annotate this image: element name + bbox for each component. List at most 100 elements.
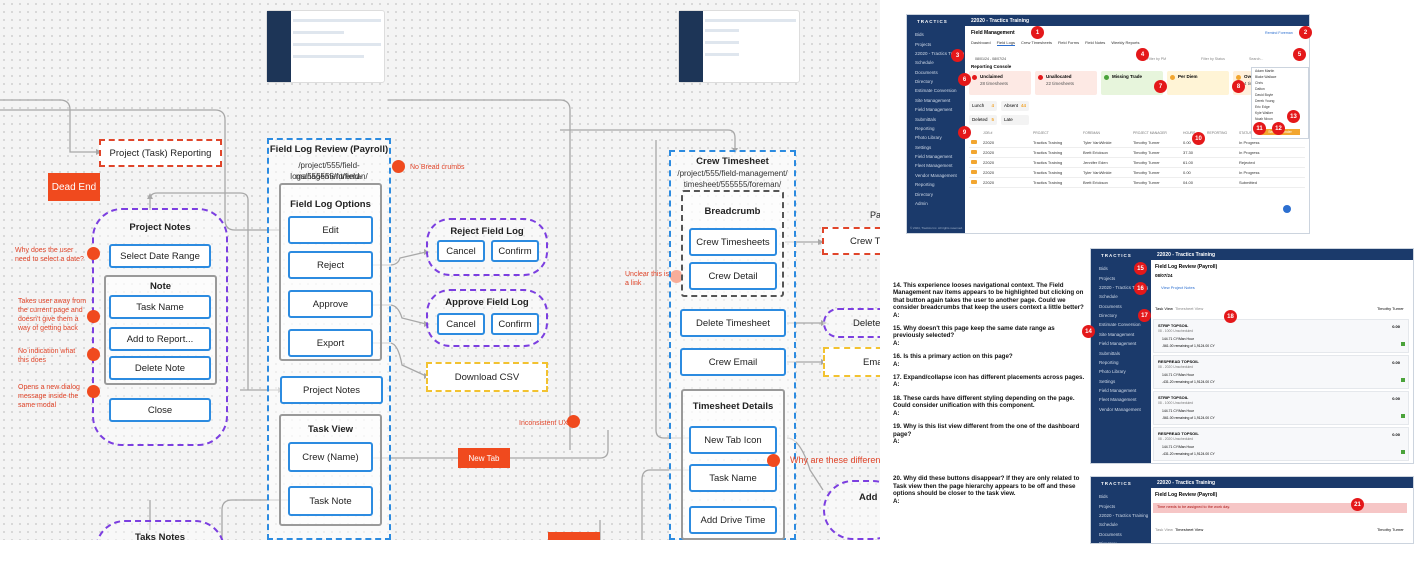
expand-icon[interactable] [1401, 414, 1405, 418]
nav-item[interactable]: Settings [915, 144, 932, 150]
person-option[interactable]: Blake Wallace [1255, 75, 1277, 79]
nav-item[interactable]: Submittals [1099, 350, 1121, 356]
annotation-dot[interactable] [767, 454, 780, 467]
annotation-dot[interactable] [87, 247, 100, 260]
person-option[interactable]: Adam Martin [1255, 69, 1275, 73]
tab-5[interactable]: Weekly Reports [1111, 40, 1140, 45]
task-note-button[interactable]: Task Note [288, 486, 373, 516]
alert-tab-task[interactable]: Task View [1155, 527, 1173, 532]
review-view-notes[interactable]: View Project Notes [1161, 285, 1195, 290]
reject-button[interactable]: Reject [288, 251, 373, 279]
expand-icon[interactable] [1401, 450, 1405, 454]
nav-item[interactable]: Field Management [915, 154, 953, 160]
approve-confirm-button[interactable]: Confirm [491, 313, 539, 335]
crew-name-button[interactable]: Crew (Name) [288, 442, 373, 472]
annotation-dot[interactable] [87, 310, 100, 323]
approve-button[interactable]: Approve [288, 290, 373, 318]
screenshot-reminders[interactable]: Remind Foreman [1265, 31, 1293, 35]
mini-card[interactable]: Late [1001, 115, 1029, 125]
annotation-dot[interactable] [567, 415, 580, 428]
tab-1[interactable]: Field Logs [996, 40, 1016, 46]
nav-item[interactable]: Field Management [915, 107, 953, 113]
alert-tab-timesheet[interactable]: Timesheet View [1175, 527, 1204, 532]
nav-item[interactable]: Documents [1099, 531, 1122, 537]
nav-item[interactable]: Reporting [915, 182, 935, 188]
person-option[interactable]: Kyle Walker [1255, 111, 1273, 115]
review-tab-task[interactable]: Task View [1155, 306, 1173, 311]
crew-detail-button[interactable]: Crew Detail [689, 262, 777, 290]
nav-item[interactable]: Reporting [1099, 359, 1119, 365]
delete-note-button[interactable]: Delete Note [109, 356, 211, 380]
nav-item[interactable]: Directory [1099, 313, 1118, 319]
edit-button[interactable]: Edit [288, 216, 373, 244]
tab-0[interactable]: Dashboard [971, 40, 991, 45]
nav-item[interactable]: Bids [915, 32, 924, 38]
project-notes-button[interactable]: Project Notes [280, 376, 383, 404]
annotation-dot[interactable] [87, 385, 100, 398]
reject-confirm-button[interactable]: Confirm [491, 240, 539, 262]
task-name-button[interactable]: Task Name [109, 295, 211, 319]
review-tab-timesheet[interactable]: Timesheet View [1175, 306, 1204, 311]
screenshot-date-range[interactable]: 08/01/24 - 08/07/24 [975, 57, 1007, 61]
email-node[interactable]: Ema [823, 347, 880, 377]
crew-ti-node[interactable]: Crew Ti [822, 227, 880, 255]
nav-item[interactable]: Fleet Management [1099, 397, 1137, 403]
timesheet-task-name-button[interactable]: Task Name [689, 464, 777, 492]
person-option[interactable]: David Boyle [1255, 93, 1274, 97]
nav-item[interactable]: Photo Library [915, 135, 942, 141]
thumbnail-crew-timesheet[interactable] [678, 10, 800, 83]
crew-timesheets-button[interactable]: Crew Timesheets [689, 228, 777, 256]
nav-item[interactable]: Bids [1099, 266, 1108, 272]
add-to-report-button[interactable]: Add to Report... [109, 327, 211, 351]
nav-item[interactable]: 22020 - Tractics Training [1099, 512, 1149, 518]
add-drive-time-button[interactable]: Add Drive Time [689, 506, 777, 534]
nav-item[interactable]: Bids [1099, 494, 1108, 500]
nav-item[interactable]: Schedule [915, 60, 934, 66]
project-task-reporting-node[interactable]: Project (Task) Reporting [99, 139, 222, 167]
nav-item[interactable]: Estimate Conversion [915, 88, 957, 94]
nav-item[interactable]: Reporting [915, 125, 935, 131]
nav-item[interactable]: Projects [1099, 275, 1116, 281]
person-option[interactable]: Eric Edge [1255, 105, 1270, 109]
flow-canvas[interactable]: Project (Task) Reporting Dead End Projec… [0, 0, 880, 540]
delete-dialog-node[interactable]: Delete [823, 308, 880, 338]
new-tab-icon-button[interactable]: New Tab Icon [689, 426, 777, 454]
tab-4[interactable]: Field Notes [1085, 40, 1106, 45]
status-card[interactable]: Missing Trade [1101, 71, 1163, 95]
nav-item[interactable]: Directory [915, 191, 934, 197]
nav-item[interactable]: Schedule [1099, 522, 1118, 528]
nav-item[interactable]: Settings [1099, 378, 1116, 384]
nav-item[interactable]: Documents [915, 69, 938, 75]
person-option[interactable]: Chris [1255, 81, 1263, 85]
person-option[interactable]: Noah Nixon [1255, 117, 1273, 121]
nav-item[interactable]: Admin [915, 200, 928, 206]
nav-item[interactable]: Projects [915, 41, 932, 47]
select-date-range-button[interactable]: Select Date Range [109, 244, 211, 268]
nav-item[interactable]: 22020 - Tractics Training [1099, 284, 1149, 290]
nav-item[interactable]: Directory [1099, 541, 1118, 544]
delete-timesheet-button[interactable]: Delete Timesheet [680, 309, 786, 337]
tab-2[interactable]: Crew Timesheets [1021, 40, 1052, 45]
nav-item[interactable]: Fleet Management [915, 163, 953, 169]
nav-item[interactable]: Projects [1099, 503, 1116, 509]
download-csv-node[interactable]: Download CSV [426, 362, 548, 392]
person-option[interactable]: Dalton [1255, 87, 1265, 91]
tab-3[interactable]: Field Forms [1057, 40, 1080, 45]
nav-item[interactable]: Site Management [915, 97, 951, 103]
approve-cancel-button[interactable]: Cancel [437, 313, 485, 335]
screenshot-filter-status[interactable]: Filter by Status [1201, 57, 1225, 61]
expand-icon[interactable] [1401, 378, 1405, 382]
nav-item[interactable]: Vendor Management [915, 172, 957, 178]
status-card[interactable]: Per Diem [1167, 71, 1229, 95]
